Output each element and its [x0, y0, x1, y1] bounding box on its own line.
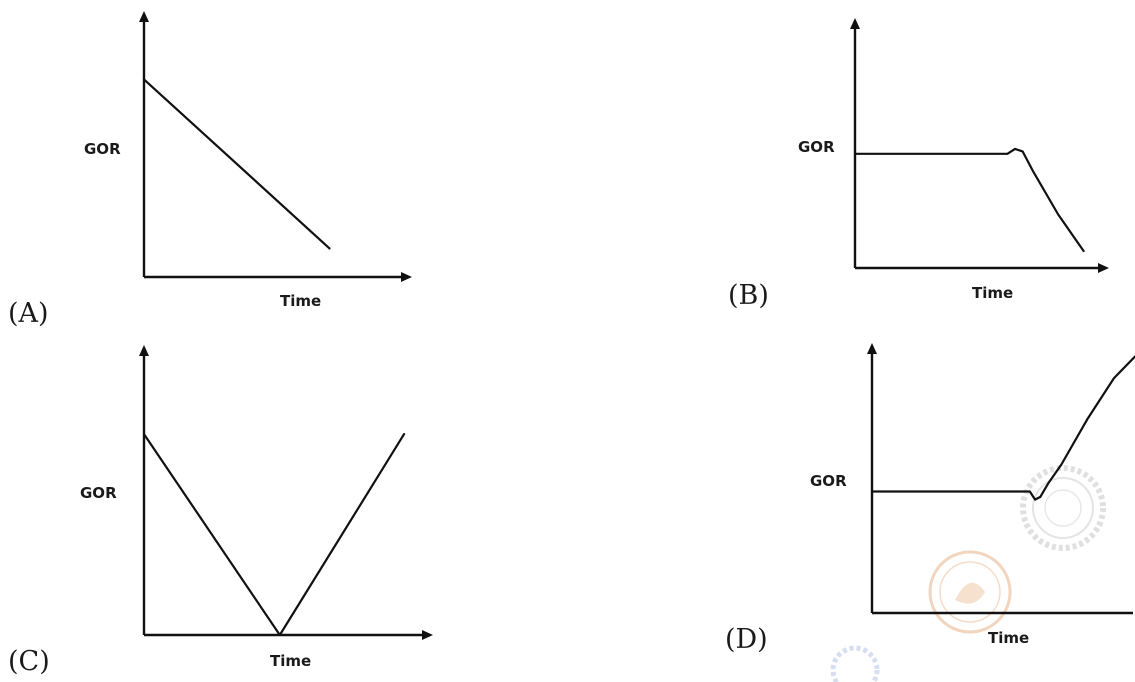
- panel-a-gor-curve: [142, 78, 331, 250]
- panel-a: GOR Time (A): [8, 11, 412, 329]
- gear-seal-icon: [1020, 465, 1106, 551]
- panel-c-ylabel: GOR: [80, 484, 117, 502]
- panel-d: GOR Time (D): [725, 343, 1135, 655]
- panel-d-gor-curve: [870, 355, 1135, 501]
- panel-b-ylabel: GOR: [798, 138, 835, 156]
- panel-b-option-label: (B): [728, 280, 769, 311]
- panel-c: GOR Time (C): [8, 345, 433, 677]
- panel-a-xlabel: Time: [280, 292, 321, 310]
- panel-d-axes: [867, 343, 1133, 615]
- gear-seal-blue-icon: [830, 645, 880, 682]
- panel-b-axes: [850, 18, 1109, 273]
- panel-b-gor-curve: [853, 147, 1085, 253]
- panel-c-gor-curve: [142, 433, 406, 637]
- panel-c-xlabel: Time: [270, 652, 311, 670]
- panel-a-ylabel: GOR: [84, 140, 121, 158]
- panel-d-option-label: (D): [725, 624, 768, 655]
- emblem-seal-icon: [928, 550, 1012, 634]
- panel-b: GOR Time (B): [728, 18, 1109, 311]
- panel-b-xlabel: Time: [972, 284, 1013, 302]
- panel-c-option-label: (C): [8, 646, 50, 677]
- watermark-seals: [830, 465, 1106, 682]
- panel-d-ylabel: GOR: [810, 472, 847, 490]
- panel-c-axes: [139, 345, 433, 640]
- panel-a-axes: [139, 11, 412, 282]
- panel-d-xlabel: Time: [988, 629, 1029, 647]
- panel-a-option-label: (A): [8, 298, 49, 329]
